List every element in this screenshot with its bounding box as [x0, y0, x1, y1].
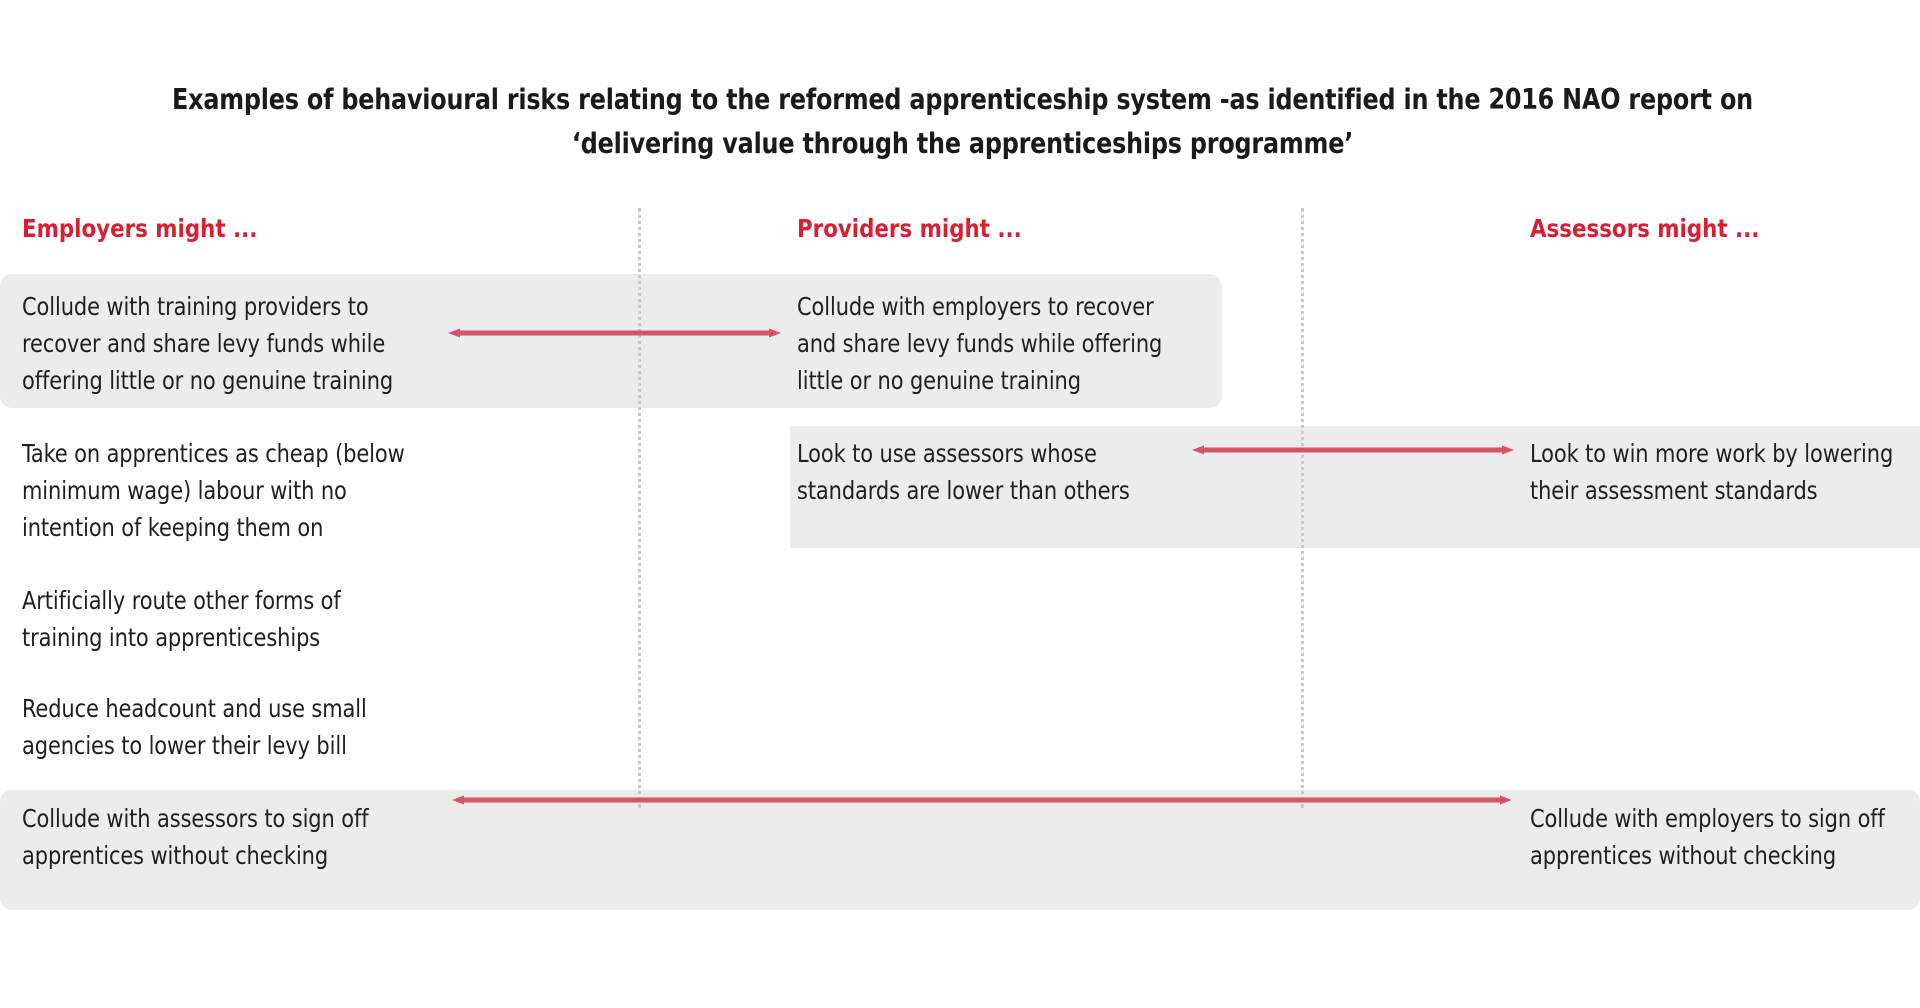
column-header-assessors: Assessors might ... — [1530, 214, 1760, 243]
risk-item-employers-3: Artificially route other forms of traini… — [22, 586, 341, 652]
risk-item-providers-1: Collude with employers to recover and sh… — [797, 292, 1163, 395]
risk-item-employers-4: Reduce headcount and use small agencies … — [22, 694, 367, 760]
column-divider-1 — [638, 208, 641, 808]
connector-arrow-employers-providers — [448, 328, 781, 338]
risk-item-employers-5: Collude with assessors to sign off appre… — [22, 804, 369, 870]
risk-item-assessors-1: Look to win more work by lowering their … — [1530, 439, 1894, 505]
column-header-employers: Employers might ... — [22, 214, 258, 243]
row-2-left-white-mask — [0, 420, 790, 554]
column-divider-2 — [1301, 208, 1304, 808]
connector-arrow-employers-assessors — [452, 795, 1512, 805]
risk-item-providers-2: Look to use assessors whose standards ar… — [797, 439, 1130, 505]
column-header-providers: Providers might ... — [797, 214, 1022, 243]
risk-item-assessors-2: Collude with employers to sign off appre… — [1530, 804, 1885, 870]
risk-item-employers-2: Take on apprentices as cheap (below mini… — [22, 439, 405, 542]
row-highlight-band-2 — [790, 426, 1920, 548]
risk-item-employers-1: Collude with training providers to recov… — [22, 292, 394, 395]
connector-arrow-providers-assessors — [1192, 445, 1514, 455]
row-highlight-band-1 — [0, 274, 1222, 408]
page-title: Examples of behavioural risks relating t… — [172, 83, 1753, 160]
row-highlight-band-5 — [0, 790, 1920, 910]
